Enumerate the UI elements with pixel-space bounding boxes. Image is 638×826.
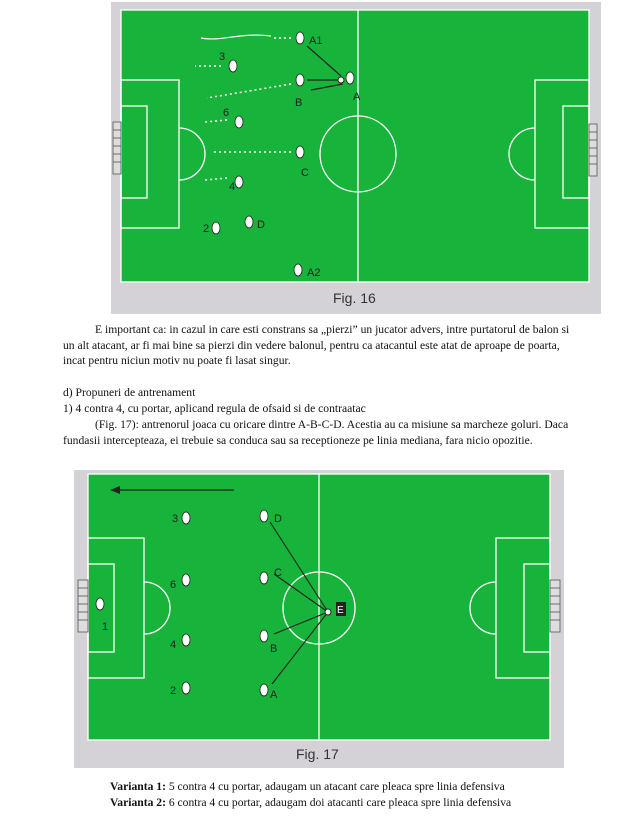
label-a: A	[270, 689, 278, 701]
pitch-field	[121, 10, 589, 282]
ball	[337, 76, 345, 84]
varianta-1-label: Varianta 1:	[110, 780, 166, 793]
label-4: 4	[170, 639, 176, 651]
label-b: B	[270, 643, 277, 655]
coach-marker	[336, 602, 346, 616]
caption-fig16: Fig. 16	[333, 290, 376, 306]
label-b: B	[295, 97, 302, 109]
pitch-diagram-16: A1 3 B A 6 C 4 2 D A2	[112, 9, 598, 283]
label-4: 4	[229, 181, 235, 193]
varianta-1: Varianta 1: 5 contra 4 cu portar, adauga…	[110, 779, 505, 794]
label-c: C	[274, 567, 282, 579]
label-6: 6	[223, 107, 229, 119]
pass-arrows	[269, 521, 329, 685]
paragraph-important: E important ca: in cazul in care esti co…	[63, 323, 570, 368]
label-d: D	[257, 219, 265, 231]
direction-arrow	[110, 486, 234, 494]
figure-17: 3 D 6 C E 1 4 B 2 A Fig. 17	[74, 470, 564, 768]
label-a1: A1	[309, 35, 322, 47]
goal-left	[77, 579, 89, 633]
training-item-1: 1) 4 contra 4, cu portar, aplicand regul…	[63, 402, 366, 415]
varianta-2-text: 6 contra 4 cu portar, adaugam doi atacan…	[165, 796, 512, 809]
label-a: A	[353, 91, 361, 103]
label-2: 2	[203, 223, 209, 235]
label-6: 6	[170, 579, 176, 591]
label-c: C	[301, 167, 309, 179]
wavy-run	[200, 34, 272, 40]
goal-right	[588, 123, 598, 177]
figure-16: A1 3 B A 6 C 4 2 D A2 Fig. 16	[111, 2, 601, 314]
training-item-1-desc: (Fig. 17): antrenorul joaca cu oricare d…	[63, 418, 569, 447]
label-1: 1	[102, 621, 108, 633]
label-3: 3	[172, 513, 178, 525]
pitch-diagram-17: 3 D 6 C E 1 4 B 2 A	[77, 473, 561, 741]
varianta-1-text: 5 contra 4 cu portar, adaugam un atacant…	[165, 780, 505, 793]
goal-left	[112, 121, 122, 175]
label-d: D	[274, 513, 282, 525]
label-3: 3	[219, 51, 225, 63]
label-e: E	[337, 605, 344, 616]
goal-right	[549, 579, 561, 633]
pass-arrows	[306, 45, 344, 91]
varianta-2-label: Varianta 2:	[110, 796, 166, 809]
caption-fig17: Fig. 17	[296, 746, 339, 762]
ball	[324, 608, 332, 616]
run-lines	[195, 37, 292, 181]
section-title: d) Propuneri de antrenament	[63, 386, 196, 399]
players-16	[211, 31, 355, 277]
varianta-2: Varianta 2: 6 contra 4 cu portar, adauga…	[110, 795, 511, 810]
label-a2: A2	[307, 267, 320, 279]
label-2: 2	[170, 685, 176, 697]
players-17	[95, 509, 269, 697]
